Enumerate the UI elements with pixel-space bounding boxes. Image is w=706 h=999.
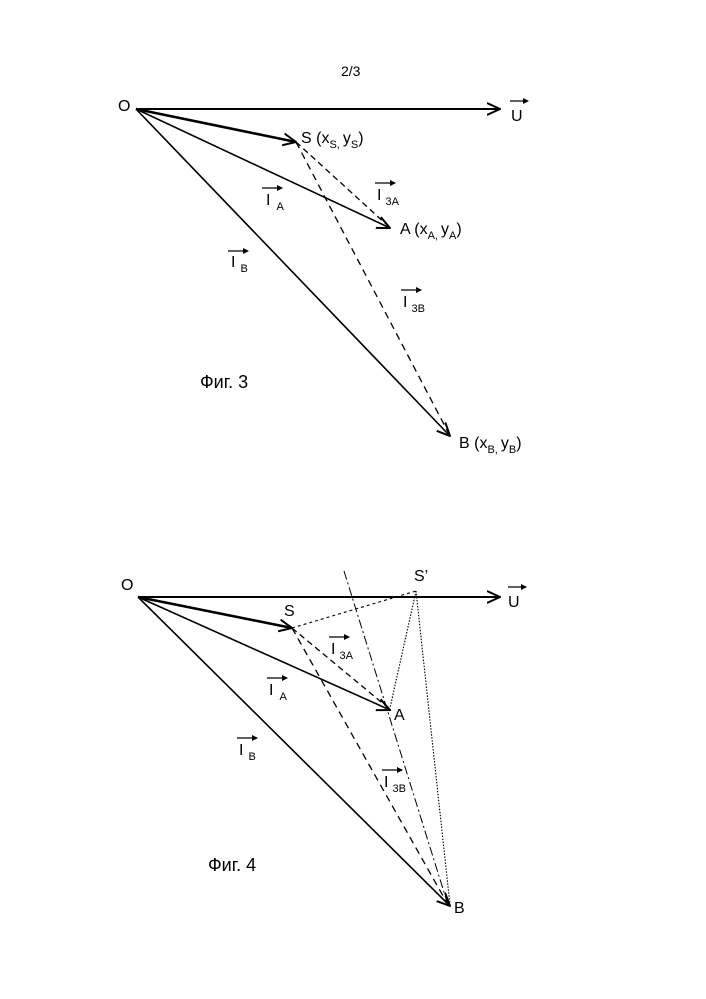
figure-4: O U S S’ A B I3A IA IB I3B Фиг. 4 [121,568,526,917]
vector-i3a-dashed [292,628,386,706]
vector-ob [138,597,450,906]
label-i3a: I3A [331,641,354,662]
vector-oa [136,109,390,228]
page-number: 2/3 [341,63,361,79]
label-i3a: I3A [377,187,400,208]
label-s-point: S (xS,yS) [301,130,364,151]
label-a-point: A [394,707,405,724]
label-i3b: I3B [403,294,425,315]
vector-os [136,109,296,142]
vector-i3b-dashed [296,142,448,432]
label-ia: IA [269,682,287,703]
line-sprime-b [416,591,450,905]
label-b-point: B (xB,yB) [459,435,522,456]
label-u: U [511,108,523,125]
vector-ob [136,109,450,436]
line-sprime-a [390,591,416,708]
label-a-point: A (xA,yA) [400,221,462,242]
label-ib: IB [239,742,256,763]
label-sprime-point: S’ [414,568,428,585]
label-o: O [118,98,130,115]
figure-4-caption: Фиг. 4 [208,855,256,875]
label-u: U [508,594,520,611]
label-ia: IA [266,192,284,213]
label-b-point: B [454,900,465,917]
figure-3: O U S (xS,yS) A (xA,yA) B (xB,yB) IA IB … [118,98,528,456]
figure-3-caption: Фиг. 3 [200,372,248,392]
vector-i3b-dashed [292,628,447,903]
label-s-point: S [284,603,295,620]
vector-i3a-dashed [296,142,386,224]
label-ib: IB [231,254,248,275]
vector-os [138,597,292,628]
label-i3b: I3B [384,774,406,795]
label-o: O [121,577,133,594]
